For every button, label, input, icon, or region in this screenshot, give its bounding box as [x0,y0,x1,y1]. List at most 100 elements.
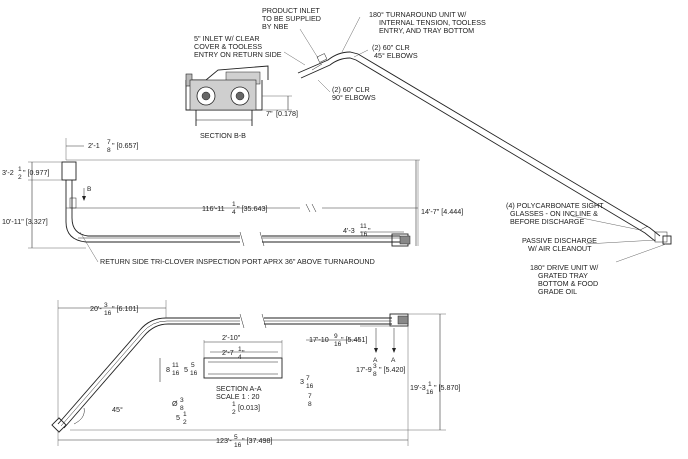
dim-5b-den: 2 [183,419,187,426]
section-b-b-title: SECTION B-B [200,131,246,140]
dim-8-num: 11 [172,362,179,369]
dim-20-metric: " [6.101] [112,304,139,313]
right-callouts: (4) POLYCARBONATE SIGHT GLASSES - ON INC… [506,201,667,296]
section-a-a-scale: SCALE 1 : 20 [216,392,260,401]
dim-4-3-den: 16 [360,231,368,238]
trough-profile [203,357,283,379]
dim-116-den: 4 [232,209,236,216]
dim-19-3: 19'-3 [410,383,426,392]
dim-19-3-den: 16 [426,389,434,396]
dim-123-den: 16 [234,442,242,449]
callout-sight-3: BEFORE DISCHARGE [510,217,584,226]
dim-116-metric: " [35.643] [237,204,268,213]
side-dimensions: 20'- 3 16 " [6.101] 17'-10 9 16 " [5.451… [57,300,461,449]
dim-3: 3 [300,377,304,386]
dim-2-7-num: 1 [238,346,242,353]
dim-7-8-num: 7 [308,393,312,400]
dim-8-den: 16 [172,370,180,377]
dim-2-1-den: 8 [107,147,111,154]
product-inlet-box [316,53,328,63]
inlet-hopper [61,161,77,181]
section-a-label-1: A [373,357,378,364]
dim-2-7-tail: " [242,348,245,357]
top-callouts: PRODUCT INLET TO BE SUPPLIED BY NBE 180°… [194,6,486,102]
dim-diameter: Ø [172,399,178,408]
callout-inlet-1: 5" INLET W/ CLEAR [194,34,260,43]
callout-drive-3: BOTTOM & FOOD [538,279,598,288]
dim-dia-den: 8 [180,405,184,412]
dim-17-9-den: 8 [373,371,377,378]
dim-123: 123'- [216,436,232,445]
dim-7in-metric: [0.178] [276,109,298,118]
dim-7-8-den: 8 [308,401,312,408]
side-view: 45° A A [51,313,409,433]
callout-product-inlet-2: TO BE SUPPLIED [262,14,321,23]
dim-20: 20'- [90,304,102,313]
dim-5a-den: 16 [190,370,198,377]
callout-return-side: RETURN SIDE TRI-CLOVER INSPECTION PORT A… [100,257,375,266]
dim-half-num: 1 [232,401,236,408]
dim-123-num: 5 [234,434,238,441]
callout-90-elbows-1: (2) 60" CLR [332,85,370,94]
dim-17-10-den: 16 [334,341,342,348]
callout-turnaround-3: ENTRY, AND TRAY BOTTOM [379,26,474,35]
dim-2-1-num: 7 [107,139,111,146]
dim-2-7-den: 4 [238,354,242,361]
dim-3-2: 3'-2 [2,168,14,177]
dim-3-num: 7 [306,375,310,382]
callout-product-inlet-1: PRODUCT INLET [262,6,320,15]
dim-3-2-num: 1 [18,166,22,173]
callout-45-elbows-2: 45° ELBOWS [374,51,418,60]
dim-2-1-metric: " [0.657] [112,141,139,150]
dim-17-10: 17'-10 [309,335,329,344]
dim-17-9-num: 3 [373,363,377,370]
angle-45: 45° [112,405,123,414]
dim-19-3-metric: " [5.870] [434,383,461,392]
dim-5b-num: 1 [183,411,187,418]
dim-3-2-metric: " [0.977] [23,168,50,177]
elevation-view: B [61,161,411,247]
dim-8: 8 [166,365,170,374]
section-a-label-2: A [391,357,396,364]
dim-5b: 5 [176,413,180,422]
dim-3-den: 16 [306,383,314,390]
dim-14-7: 14'-7" [4.444] [421,207,463,216]
callout-discharge-1: PASSIVE DISCHARGE [522,236,597,245]
callout-drive-4: GRADE OIL [538,287,577,296]
dim-4-3-tail: " [368,226,371,235]
dim-5a: 5 [184,365,188,374]
dim-20-den: 16 [104,310,112,317]
callout-90-elbows-2: 90° ELBOWS [332,93,376,102]
dim-5a-num: 5 [191,362,195,369]
callout-product-inlet-3: BY NBE [262,22,288,31]
dim-17-9: 17'-9 [356,365,372,374]
dim-3-2-den: 2 [18,174,22,181]
dim-116-num: 1 [232,201,236,208]
dim-2-7: 2'-7 [222,348,234,357]
callout-discharge-2: W/ AIR CLEANOUT [528,244,592,253]
dim-2-10: 2'-10" [222,333,241,342]
dim-17-10-metric: " [5.451] [341,335,368,344]
callout-sight-2: GLASSES - ON INCLINE & [510,209,598,218]
dim-half-den: 2 [232,409,236,416]
dim-116-11: 116'-11 [202,204,225,213]
isometric-conveyor-view [297,51,672,245]
callout-drive-1: 180° DRIVE UNIT W/ [530,263,598,272]
callout-inlet-2: COVER & TOOLESS [194,42,262,51]
section-b-label: B [87,186,92,193]
dim-10-11: 10'-11" [3.327] [2,217,48,226]
dim-123-metric: " [37.498] [242,436,273,445]
callout-45-elbows-1: (2) 60" CLR [372,43,410,52]
elevation-dimensions: 2'-1 7 8 " [0.657] 3'-2 1 2 " [0.977] 10… [2,138,463,266]
callout-turnaround-1: 180° TURNAROUND UNIT W/ [369,10,466,19]
dim-20-num: 3 [104,302,108,309]
dim-17-10-num: 9 [334,333,338,340]
section-a-a: 2'-10" 2'-7 1 4 " SECTION A-A SCALE 1 : … [159,333,314,426]
discharge-unit [654,231,668,243]
drive-unit [662,235,672,245]
dim-7in: 7" [266,109,273,118]
dim-17-9-metric: " [5.420] [379,365,406,374]
dim-4-3: 4'-3 [343,226,355,235]
callout-sight-1: (4) POLYCARBONATE SIGHT [506,201,604,210]
